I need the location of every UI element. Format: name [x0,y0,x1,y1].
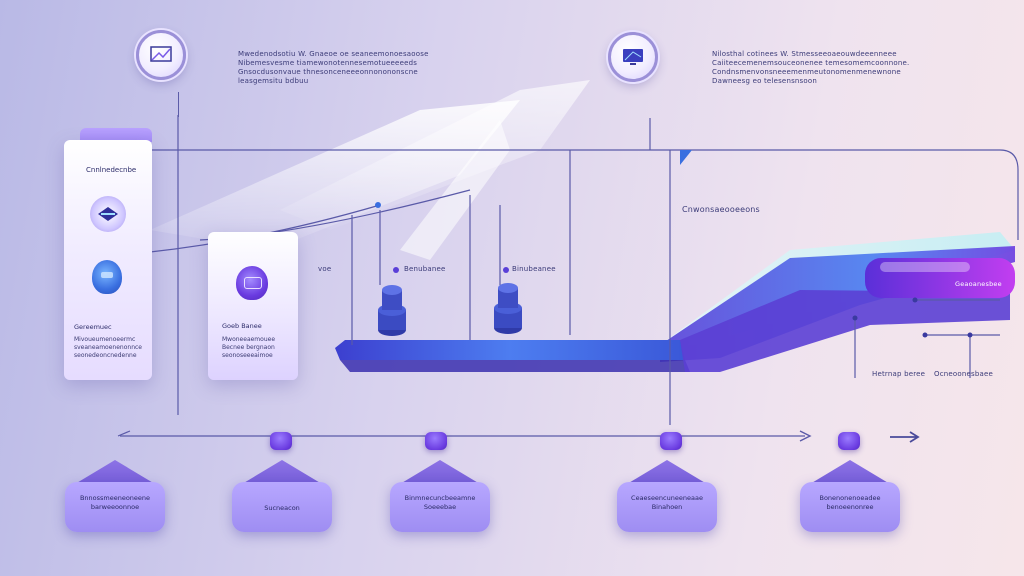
info-card-1: Cnnlnedecnbe Gereemuec Mivoueumenoeermc … [64,140,152,380]
timeline-node [270,432,292,450]
base-platform [335,340,685,360]
timeline-arrow-end-icon [799,430,812,442]
monitor-icon [623,49,643,65]
info-card-2: Goeb Banee Mwoneeaemouee Becnee bergnaon… [208,232,298,380]
chart-icon [150,46,172,62]
step-label: Bonenonenoeadee benoeenonree [819,494,881,511]
signal-dot [375,202,381,208]
puck-stack-a [378,285,406,336]
bg-panel [400,120,510,260]
card-body: Mivoueumenoeermc sveaneamoenenonnce seon… [74,336,142,359]
timeline-node [838,432,860,450]
card-tab [80,128,152,142]
label-node-a: Benubanee [404,265,446,273]
timeline-step-5: Bonenonenoeadee benoeenonree [800,460,900,540]
timeline-step-1: Bnnossmeeneoneene barweeoonnoe [65,460,165,540]
capsule [865,258,1015,298]
ramp-dot [922,332,928,338]
timeline-node [660,432,682,450]
card-title: Cnnlnedecnbe [86,166,137,174]
puck-stack-b [494,283,522,334]
capsule-highlight [880,262,970,272]
lamp-stem [178,92,179,117]
top-annotation-left: Mwedenodsotiu W. Gnaeoe oe seaneemonoesa… [238,50,429,85]
ramp-label-right: Ocneoonesbaee [934,370,994,378]
device-icon [236,266,268,300]
bg-panel [280,80,590,230]
timeline-step-2: Sucneacon [232,460,332,540]
card-subtitle: Goeb Banee [222,322,262,330]
capsule-tag: Geaoanesbee [955,280,1002,288]
node-marker-icon [393,267,399,273]
monitor-lamp [608,32,658,82]
step-label: Bnnossmeeneoneene barweeoonnoe [79,494,151,511]
node-marker-icon [503,267,509,273]
timeline-arrow-start [117,430,131,437]
base-platform-shadow [340,360,690,372]
step-label: Sucneacon [264,504,300,512]
label-short: voe [318,265,332,273]
card-body: Mwoneeaemouee Becnee bergnaon seonoseeea… [222,336,276,359]
step-label: Binmnecuncbeeamne Soeeebae [404,494,476,511]
card-subtitle: Gereemuec [74,323,112,331]
top-annotation-right: Nilosthal cotinees W. Stmesseeoaeouwdeee… [712,50,910,85]
ramp-dot [852,315,858,321]
right-heading: Cnwonsaeooeeons [682,205,760,214]
arrow-right-icon [890,431,920,443]
ramp-dot [967,332,973,338]
ramp-dot [912,297,918,303]
chart-lamp [136,30,186,80]
timeline-step-4: Ceaeseencuneeneaae Binahoen [617,460,717,540]
label-node-b: Binubeanee [512,265,556,273]
step-label: Ceaeseencuneeneaae Binahoen [631,494,703,511]
shield-icon [90,196,126,232]
timeline-node [425,432,447,450]
connector-line [999,149,1019,240]
timeline-step-3: Binmnecuncbeeamne Soeeebae [390,460,490,540]
ramp-underside [680,290,1010,372]
ramp-label-left: Hetrnap beree [872,370,926,378]
badge-icon [92,260,122,294]
flag-icon [680,150,692,165]
